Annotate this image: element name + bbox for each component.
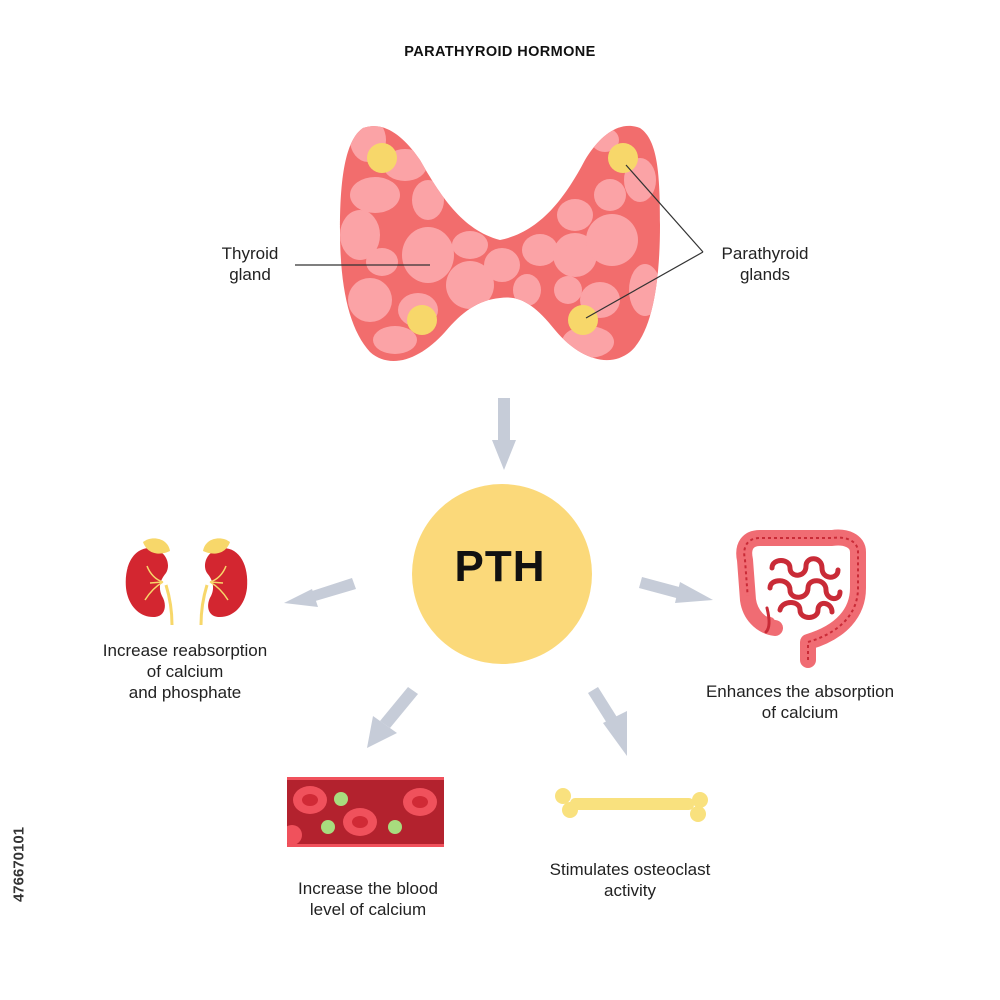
kidney-label-line-2: of calcium (146, 662, 224, 681)
parathyroid-label-line-1: Parathyroid (721, 244, 809, 263)
page-title: PARATHYROID HORMONE (404, 44, 596, 60)
intestine-illustration (736, 529, 866, 668)
arrow-to-kidney (284, 578, 356, 607)
thyroid-label-line-1: Thyroid (221, 244, 279, 263)
bone-label-line-1: Stimulates osteoclast (549, 860, 711, 879)
kidneys-illustration (125, 538, 248, 626)
label-pointer-lines (295, 164, 704, 319)
thyroid-gland-label: Thyroid gland (195, 243, 305, 285)
pth-label: PTH (454, 542, 546, 591)
bone-illustration (555, 788, 708, 822)
arrow-to-bone (588, 687, 627, 756)
arrow-to-intestine (639, 577, 713, 603)
stock-id-text: 476670101 (10, 826, 28, 903)
blood-label-line-2: level of calcium (309, 900, 427, 919)
kidney-label-line-3: and phosphate (128, 683, 242, 702)
blood-effect-label: Increase the blood level of calcium (268, 878, 468, 920)
intestine-label-line-2: of calcium (761, 703, 839, 722)
bone-effect-label: Stimulates osteoclast activity (530, 859, 730, 901)
arrow-to-blood (367, 687, 418, 748)
pth-circle (412, 484, 592, 664)
thyroid-label-line-2: gland (229, 265, 271, 284)
kidney-label-line-1: Increase reabsorption (102, 641, 268, 660)
flow-arrows (284, 398, 713, 756)
blood-vessel-illustration (287, 777, 444, 847)
stock-id-watermark: 476670101 (9, 766, 31, 966)
bone-label-line-2: activity (604, 881, 656, 900)
blood-label-line-1: Increase the blood (298, 879, 438, 898)
parathyroid-label-line-2: glands (739, 265, 791, 284)
kidney-effect-label: Increase reabsorption of calcium and pho… (80, 640, 290, 703)
intestine-effect-label: Enhances the absorption of calcium (690, 681, 910, 723)
arrow-down-to-pth (492, 398, 516, 470)
parathyroid-glands-label: Parathyroid glands (700, 243, 830, 285)
intestine-label-line-1: Enhances the absorption (705, 682, 895, 701)
parathyroid-glands (367, 143, 638, 335)
